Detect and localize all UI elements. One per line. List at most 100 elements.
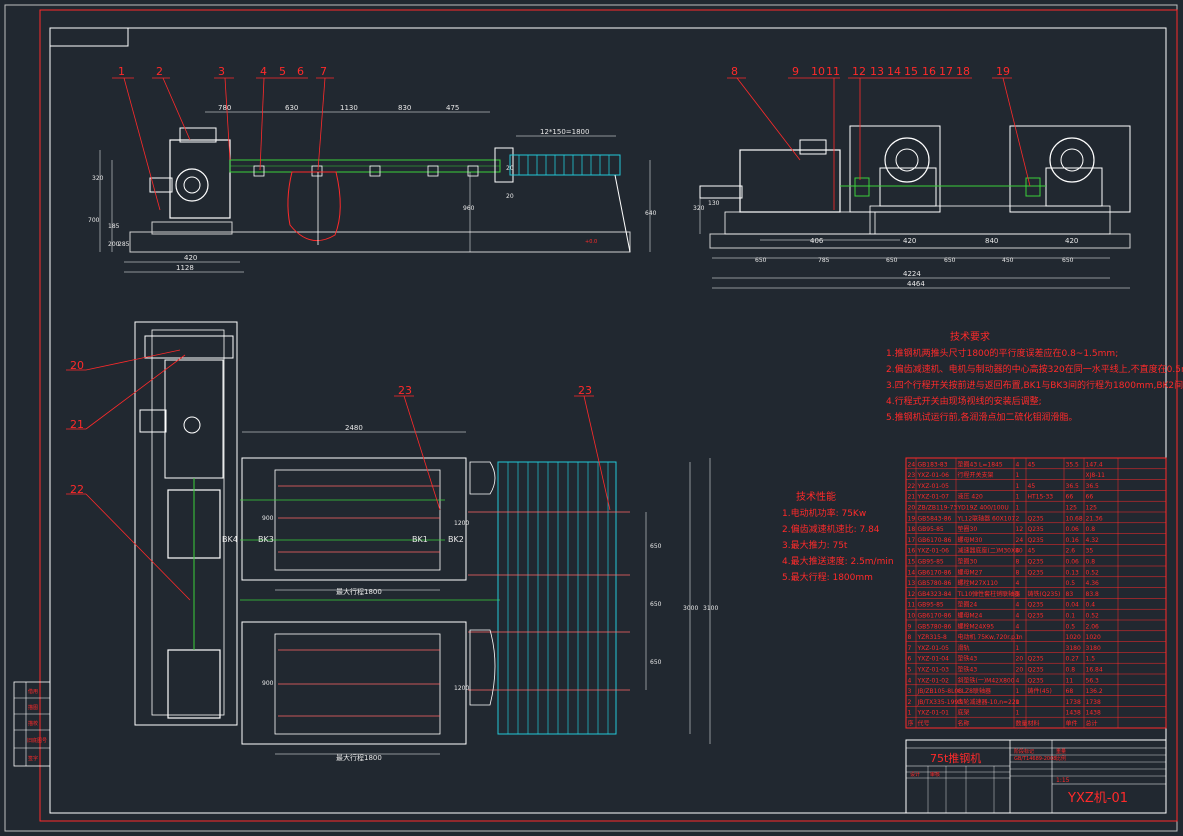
dim: 840: [985, 237, 998, 245]
bom-cell: 7: [908, 645, 912, 652]
dim: 830: [398, 104, 411, 112]
bom-cell: 总计: [1086, 720, 1098, 728]
bom-cell: 垫铁43: [958, 666, 978, 674]
dim: 3000: [683, 605, 698, 612]
bom-cell: GB95-85: [918, 526, 944, 533]
bom-cell: 材料: [1028, 720, 1040, 728]
bom-cell: 22: [908, 483, 916, 490]
stamp-label: 描图: [28, 704, 38, 711]
bom-cell: 1: [1016, 505, 1020, 512]
dim: 420: [184, 254, 197, 262]
bom-cell: 3: [908, 688, 912, 695]
bom-cell: 35: [1086, 548, 1094, 555]
bom-cell: 垫圈43 L=1845: [958, 460, 1003, 468]
bom-cell: 0.8: [1086, 559, 1096, 566]
dim: 450: [1002, 257, 1014, 264]
bom-cell: 1738: [1066, 699, 1081, 706]
bom-cell: 减速器底座(二)M30X80: [958, 547, 1023, 555]
stamp-label: 旧底图号: [27, 737, 47, 744]
bom-cell: GB5843-86: [918, 515, 952, 522]
dim: 650: [650, 659, 662, 666]
bom-cell: 4: [908, 677, 912, 684]
bom-cell: 0.52: [1086, 613, 1100, 620]
callout-number: 5: [279, 65, 286, 78]
callout-number: 17: [939, 65, 953, 78]
bom-cell: 名称: [958, 720, 970, 728]
bom-cell: 螺母M27: [958, 568, 983, 576]
callout-number: 4: [260, 65, 267, 78]
bom-cell: 0.5: [1066, 580, 1076, 587]
bom-cell: 单件: [1066, 720, 1078, 728]
callout-number: 9: [792, 65, 799, 78]
dim: 20: [506, 165, 514, 172]
bom-cell: YXZ-01-04: [917, 656, 950, 663]
bom-cell: YXZ-01-05: [917, 645, 950, 652]
bom-cell: 1020: [1086, 634, 1101, 641]
bom-cell: Q235: [1028, 656, 1044, 663]
dim: 1128: [176, 264, 194, 272]
bom-cell: 5: [908, 667, 912, 674]
dim: 320: [92, 175, 104, 182]
bom-cell: 8: [1016, 559, 1020, 566]
switch-label: BK4: [222, 535, 238, 544]
bom-cell: GB6170-86: [918, 569, 952, 576]
callout-number: 10: [811, 65, 825, 78]
bom-cell: 垫圈30: [958, 525, 978, 533]
bom-cell: YZR315-8: [917, 634, 948, 641]
dim: 最大行程1800: [336, 587, 382, 596]
tech-req-item: 5.推钢机试运行前,各润滑点加二硫化钼润滑脂。: [886, 411, 1077, 423]
bom-cell: 56.3: [1086, 677, 1100, 684]
bom-cell: HT15-33: [1028, 494, 1054, 501]
bom-cell: 21: [908, 494, 916, 501]
bom-cell: 0.1: [1066, 613, 1076, 620]
level-mark: +0.0: [585, 239, 597, 245]
bom-cell: 0.06: [1066, 526, 1080, 533]
dim: 900: [262, 515, 274, 522]
bom-cell: Q235: [1028, 526, 1044, 533]
bom-cell: 6: [908, 656, 912, 663]
bom-cell: 滑轨: [958, 644, 970, 652]
bom-cell: 12: [1016, 526, 1024, 533]
callout-number: 1: [118, 65, 125, 78]
bom-cell: 36.5: [1066, 483, 1080, 490]
bom-cell: Q235: [1028, 602, 1044, 609]
bom-cell: 16.84: [1086, 667, 1103, 674]
callout-number: 3: [218, 65, 225, 78]
bom-cell: 4: [1016, 580, 1020, 587]
bom-cell: 147.4: [1086, 461, 1103, 468]
drawing-number: YXZ机-01: [1067, 791, 1128, 806]
bom-table: 24GB183-83垫圈43 L=184544535.5147.423YXZ-0…: [906, 458, 1166, 728]
callout-number: 6: [297, 65, 304, 78]
bom-cell: 4: [1016, 623, 1020, 630]
bom-cell: 66: [1066, 494, 1074, 501]
callout-number: 8: [731, 65, 738, 78]
bom-cell: 螺母M30: [958, 536, 983, 544]
bom-cell: 125: [1086, 505, 1098, 512]
switch-label: BK2: [448, 535, 464, 544]
side-elevation: 320 130 406 420 840 420 650 785 650 650 …: [693, 126, 1130, 288]
bom-cell: 行程开关支架: [958, 471, 994, 479]
dim: 700: [88, 217, 100, 224]
bom-cell: GB5780-86: [918, 580, 952, 587]
bom-cell: ZB/ZB119-73: [918, 505, 958, 512]
bom-cell: 螺栓M27X110: [958, 579, 999, 587]
dim: 650: [650, 543, 662, 550]
bom-cell: GB5780-86: [918, 623, 952, 630]
dim: 20: [506, 193, 514, 200]
bom-cell: 36.5: [1086, 483, 1100, 490]
bom-cell: 1: [1016, 591, 1020, 598]
callout-number: 13: [870, 65, 884, 78]
bom-cell: 1: [1016, 472, 1020, 479]
bom-cell: 1: [1016, 710, 1020, 717]
bom-cell: GB4323-84: [918, 591, 952, 598]
dim: 406: [810, 237, 824, 245]
bom-cell: 11: [908, 602, 916, 609]
tech-perf-item: 1.电动机功率: 75Kw: [782, 507, 866, 519]
bom-cell: TL10弹性套柱销联轴器: [957, 590, 1021, 598]
callout-number: 11: [826, 65, 840, 78]
callout-number: 16: [922, 65, 936, 78]
bom-cell: 24: [1016, 537, 1024, 544]
bom-cell: 0.27: [1066, 656, 1080, 663]
switch-label: BK3: [258, 535, 274, 544]
